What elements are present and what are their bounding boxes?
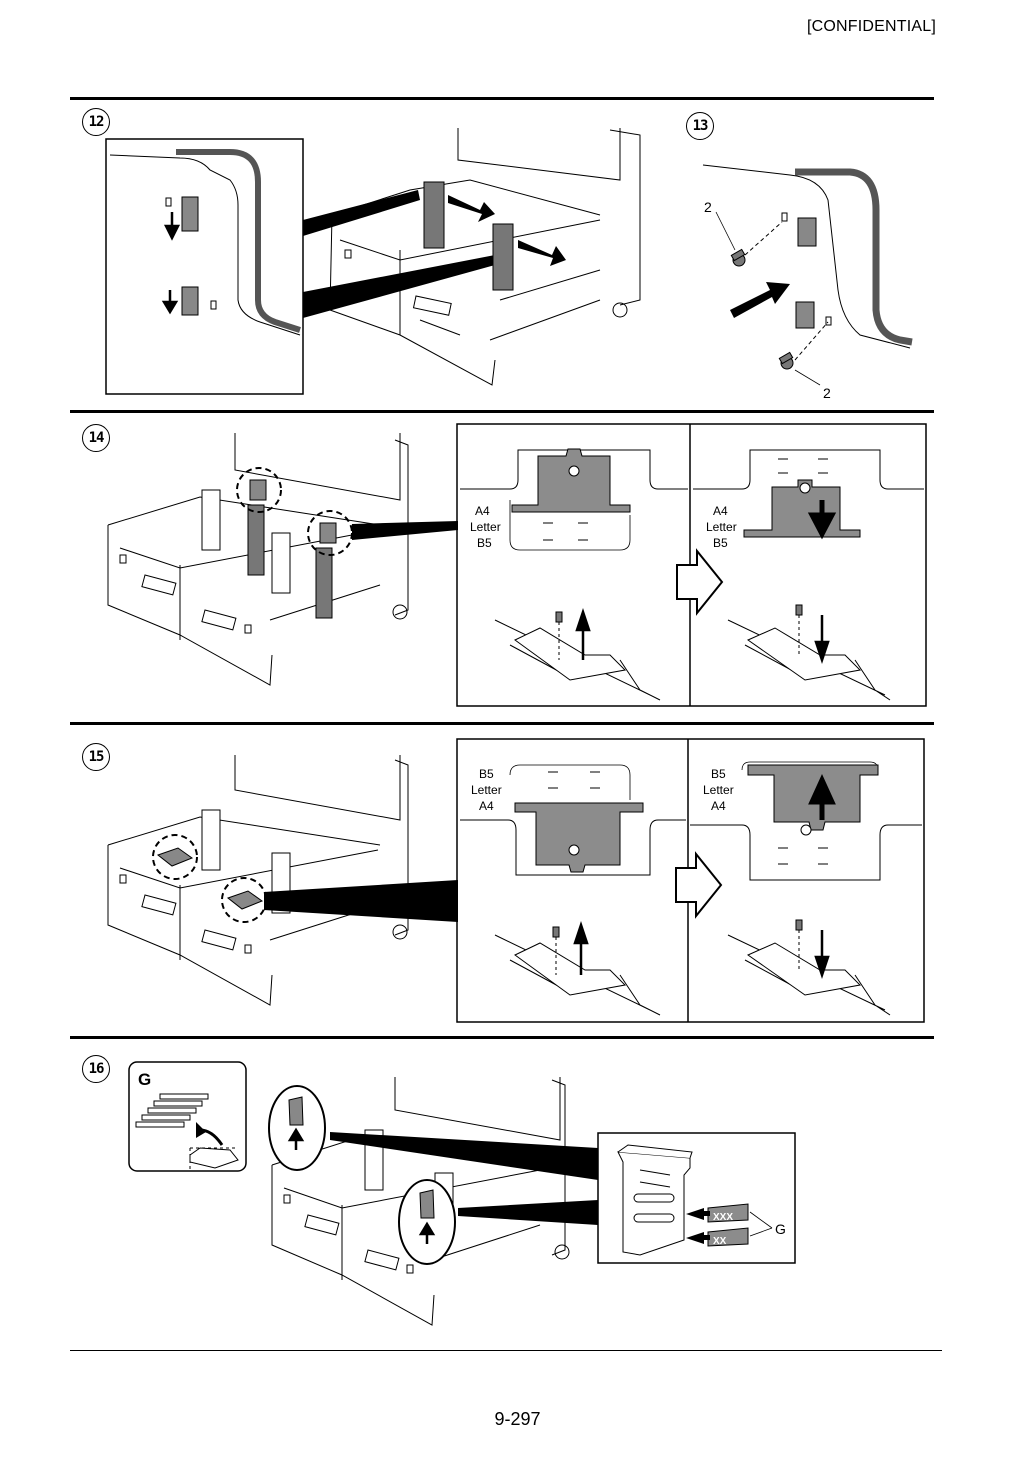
step-number-12: 12 — [82, 108, 110, 136]
section-rule — [70, 97, 934, 100]
size-label-a4: A4 — [711, 799, 726, 813]
size-label-letter: Letter — [470, 520, 501, 534]
callout-g: G — [775, 1221, 786, 1237]
size-label-letter: Letter — [703, 783, 734, 797]
callout-screw-lower: 2 — [823, 385, 831, 401]
callout-screw-upper: 2 — [704, 199, 712, 215]
step-number-16: 16 — [82, 1055, 110, 1083]
step-number-14: 14 — [82, 424, 110, 452]
size-label-letter: Letter — [471, 783, 502, 797]
size-label-a4: A4 — [475, 504, 490, 518]
kit-label: G — [138, 1070, 151, 1089]
label-strip-xx: XX — [713, 1236, 727, 1247]
section-rule — [70, 1036, 934, 1039]
confidential-label: [CONFIDENTIAL] — [806, 18, 936, 35]
size-label-b5: B5 — [477, 536, 492, 550]
page-number: 9-297 — [494, 1409, 541, 1429]
section-rule — [70, 722, 934, 725]
size-label-a4: A4 — [479, 799, 494, 813]
size-label-b5: B5 — [479, 767, 494, 781]
size-label-a4: A4 — [713, 504, 728, 518]
size-label-b5: B5 — [713, 536, 728, 550]
step-number-15: 15 — [82, 743, 110, 771]
size-label-b5: B5 — [711, 767, 726, 781]
footer-rule — [70, 1350, 942, 1351]
section-rule — [70, 410, 934, 413]
step-number-13: 13 — [686, 112, 714, 140]
size-label-letter: Letter — [706, 520, 737, 534]
label-strip-xxx: XXX — [713, 1212, 733, 1223]
